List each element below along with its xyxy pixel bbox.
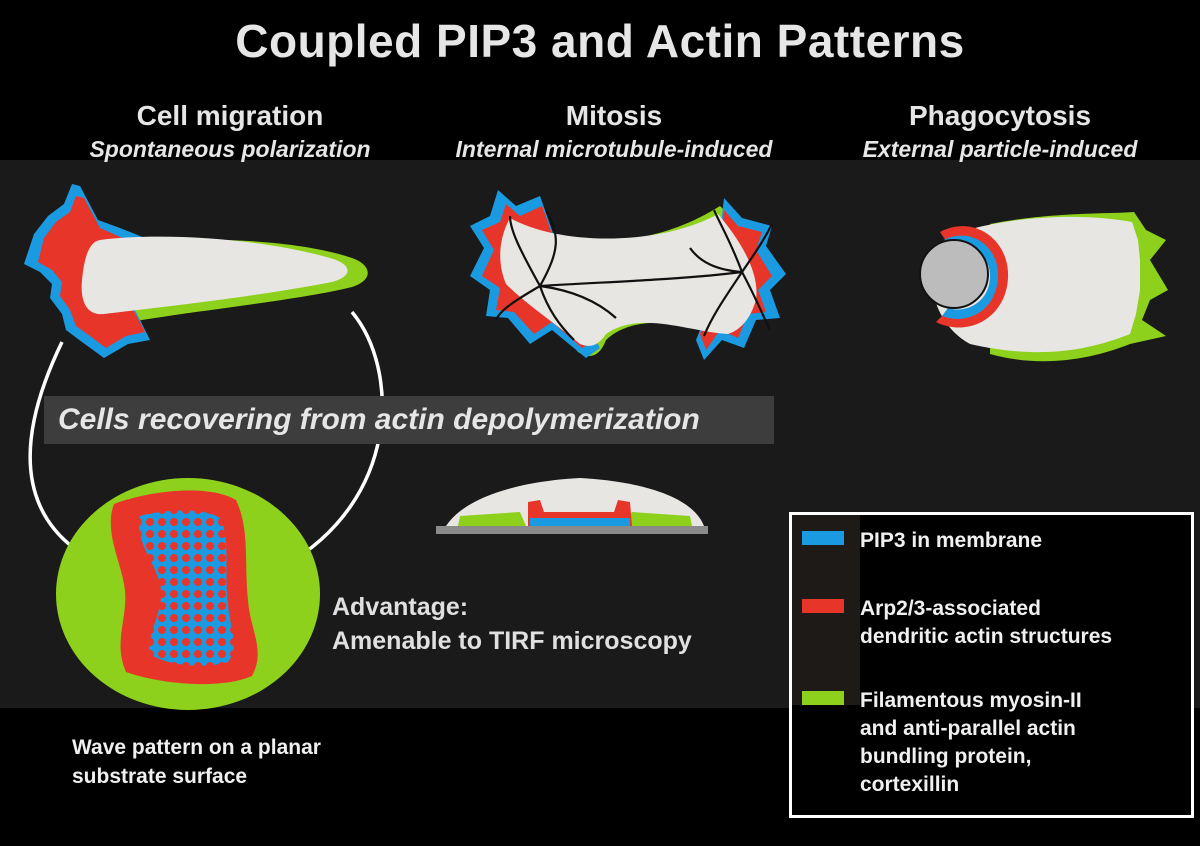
dividing-cell	[470, 190, 786, 360]
dividing-cell-cytoplasm	[500, 214, 757, 346]
column-title: Phagocytosis	[908, 100, 1092, 131]
column-heading-mitosis: Mitosis Internal microtubule-induced	[424, 100, 804, 163]
legend-line: cortexillin	[860, 773, 960, 796]
side-view-pip3	[530, 518, 630, 526]
cell-side-view	[436, 478, 708, 534]
legend-line: bundling protein,	[860, 745, 1032, 768]
column-subtitle: Spontaneous polarization	[89, 136, 371, 162]
legend-swatch-myosin	[802, 691, 844, 705]
legend-swatch-arp23	[802, 599, 844, 613]
column-subtitle: Internal microtubule-induced	[455, 136, 773, 162]
recovery-banner: Cells recovering from actin depolymeriza…	[44, 396, 774, 444]
column-heading-phagocytosis: Phagocytosis External particle-induced	[810, 100, 1190, 163]
advantage-text: Amenable to TIRF microscopy	[332, 627, 692, 655]
legend-line: dendritic actin structures	[860, 625, 1113, 648]
column-title: Mitosis	[565, 100, 663, 131]
legend-label: PIP3 in membrane	[860, 527, 1190, 555]
wave-cell-pip3-dots	[138, 510, 234, 666]
wave-pattern-cell	[56, 478, 320, 710]
caption-line: substrate surface	[72, 765, 248, 788]
legend-label: Arp2/3-associated dendritic actin struct…	[860, 595, 1190, 651]
mitotic-spindle	[494, 209, 773, 341]
side-view-myosin-left	[458, 512, 526, 526]
legend-line: and anti-parallel actin	[860, 717, 1076, 740]
legend: PIP3 in membrane Arp2/3-associated dendr…	[789, 512, 1194, 818]
advantage-label: Advantage:	[332, 593, 469, 621]
legend-line: PIP3 in membrane	[860, 529, 1043, 552]
engulfed-particle	[919, 239, 989, 309]
migrating-cell	[24, 184, 368, 358]
side-view-myosin-right	[624, 512, 692, 526]
substrate-surface	[436, 526, 708, 534]
advantage-note: Advantage: Amenable to TIRF microscopy	[332, 590, 692, 658]
legend-line: Filamentous myosin-II	[860, 689, 1082, 712]
column-heading-cell-migration: Cell migration Spontaneous polarization	[40, 100, 420, 163]
legend-swatch-pip3	[802, 531, 844, 545]
figure-title: Coupled PIP3 and Actin Patterns	[235, 15, 965, 67]
phagocytic-cell	[919, 212, 1168, 362]
legend-line: Arp2/3-associated	[860, 597, 1041, 620]
column-title: Cell migration	[136, 100, 324, 131]
column-subtitle: External particle-induced	[862, 136, 1138, 162]
legend-label: Filamentous myosin-II and anti-parallel …	[860, 687, 1190, 799]
migrating-cell-cytoplasm	[81, 236, 348, 315]
wave-pattern-caption: Wave pattern on a planar substrate surfa…	[72, 733, 321, 791]
caption-line: Wave pattern on a planar	[72, 736, 321, 759]
